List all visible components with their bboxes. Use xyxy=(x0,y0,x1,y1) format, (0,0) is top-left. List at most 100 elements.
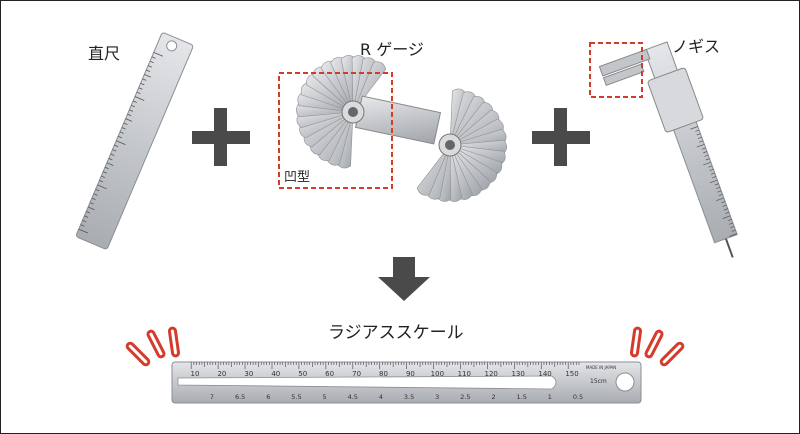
scale-tick-label: 150 xyxy=(565,370,578,378)
caliper-tick xyxy=(701,147,706,150)
caliper-tick xyxy=(703,161,711,166)
ruler-tick xyxy=(123,122,128,125)
ruler-tick xyxy=(153,51,164,57)
scale-radius-label: 6 xyxy=(266,393,270,401)
ruler-tick xyxy=(138,87,143,90)
ruler-tick xyxy=(102,171,107,174)
caliper-tick xyxy=(716,197,724,201)
scale-maker-text: MADE IN JAPAN xyxy=(586,365,616,370)
scale-radius-label: 4.5 xyxy=(348,393,358,401)
scale-radius-label: 2.5 xyxy=(460,393,470,401)
scale-radius-label: 6.5 xyxy=(235,393,245,401)
scale-unit-label: 15cm xyxy=(590,378,607,385)
ruler-tick xyxy=(110,153,115,156)
scale-radius-label: 1.5 xyxy=(517,393,527,401)
scale-radius-label: 0.5 xyxy=(573,393,583,401)
scale-radius-label: 4 xyxy=(379,393,383,401)
scale-radius-label: 2 xyxy=(491,393,495,401)
caliper-tick xyxy=(695,129,700,132)
ruler-tick xyxy=(136,91,141,95)
caliper-tick xyxy=(705,158,710,161)
caliper-tick xyxy=(718,194,723,197)
ruler-tick xyxy=(106,162,114,166)
scale-radius-label: 5.5 xyxy=(291,393,301,401)
radius-scale-label: ラジアススケール xyxy=(328,323,464,343)
ruler-tick xyxy=(101,175,106,179)
caliper-tick xyxy=(696,144,705,148)
ruler-tick xyxy=(116,140,126,145)
scale-tick-label: 100 xyxy=(431,370,444,378)
caliper-tick xyxy=(703,151,708,154)
ruler-tick xyxy=(97,184,107,190)
ruler-tick xyxy=(86,211,91,214)
ruler-tick xyxy=(91,197,96,201)
ruler-tick xyxy=(119,131,124,134)
caliper-tick xyxy=(690,126,698,130)
ruler-tick xyxy=(84,215,89,218)
ruler-tick xyxy=(146,69,151,72)
caliper-tick xyxy=(722,215,731,219)
ruler-tick xyxy=(112,149,117,152)
ruler-tick xyxy=(114,144,119,148)
caliper-tick xyxy=(725,211,730,214)
emphasis-marks-left xyxy=(125,326,181,367)
ruler-tick xyxy=(93,193,98,196)
ruler-tick xyxy=(108,158,113,161)
caliper-tick xyxy=(699,140,704,143)
ruler-tick xyxy=(82,219,87,223)
ruler-tick xyxy=(144,74,151,78)
caliper-tick xyxy=(709,169,714,172)
ruler-tick xyxy=(132,100,137,103)
ruler-tick xyxy=(117,135,122,139)
straight-ruler xyxy=(76,32,194,250)
ruler-tick xyxy=(142,78,147,81)
ruler-tick xyxy=(131,105,136,108)
caliper-tick xyxy=(727,219,732,222)
caliper-tick xyxy=(717,190,722,193)
caliper-tick xyxy=(730,226,735,229)
ruler-tick xyxy=(125,118,133,122)
scale-tick-label: 20 xyxy=(217,370,226,378)
caliper-tick xyxy=(712,176,717,179)
scale-tick-label: 140 xyxy=(538,370,551,378)
ruler-tick xyxy=(129,109,134,112)
ruler-tick xyxy=(127,113,132,117)
scale-tick-label: 110 xyxy=(458,370,471,378)
ruler-tick xyxy=(95,188,100,192)
scale-tick-label: 10 xyxy=(191,370,200,378)
ruler-tick xyxy=(134,96,145,101)
scale-radius-label: 3.5 xyxy=(404,393,414,401)
ruler-tick xyxy=(89,202,94,205)
caliper-tick xyxy=(708,165,713,168)
caliper-tick xyxy=(729,233,737,237)
scale-radius-label: 3 xyxy=(435,393,439,401)
ruler-tick xyxy=(147,65,152,68)
scale-tick-label: 80 xyxy=(379,370,388,378)
scale-tick-label: 90 xyxy=(406,370,415,378)
scale-tick-label: 50 xyxy=(298,370,307,378)
ruler-tick xyxy=(78,228,89,234)
ruler-tick xyxy=(99,180,104,183)
ruler-tick xyxy=(121,127,126,130)
plus-icon xyxy=(192,108,250,166)
caliper-tick xyxy=(696,133,701,136)
scale-tick-label: 60 xyxy=(325,370,334,378)
caliper-tick xyxy=(722,204,727,207)
caliper-tick xyxy=(710,172,715,175)
scale-tick-label: 40 xyxy=(271,370,280,378)
down-arrow-icon xyxy=(378,257,430,301)
gauge-blade xyxy=(416,144,451,196)
ruler-tick xyxy=(151,56,156,59)
scale-tick-label: 130 xyxy=(511,370,524,378)
concave-highlight-box xyxy=(278,72,393,189)
caliper xyxy=(598,41,738,258)
scale-tick-label: 120 xyxy=(485,370,498,378)
ruler-label: 直尺 xyxy=(88,44,121,63)
scale-radius-label: 5 xyxy=(323,393,327,401)
scale-radius-label: 1 xyxy=(548,393,552,401)
ruler-tick xyxy=(104,166,109,170)
ruler-tick xyxy=(149,60,154,64)
ruler-tick xyxy=(80,224,85,227)
